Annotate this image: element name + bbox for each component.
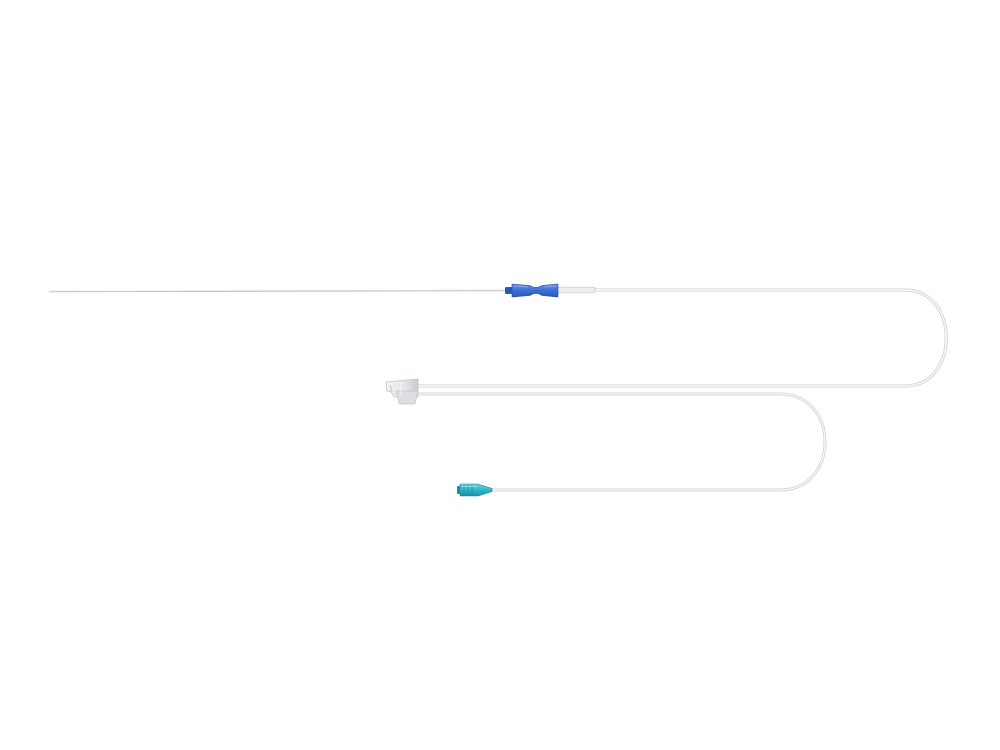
blue-grip-hub <box>505 283 559 298</box>
needle-stylet <box>49 289 509 293</box>
catheter-tube-lower-loop <box>418 392 827 492</box>
y-clamp-connector <box>385 378 419 405</box>
catheter-tube-upper-loop <box>418 286 948 388</box>
luer-lock-connector <box>457 483 493 497</box>
